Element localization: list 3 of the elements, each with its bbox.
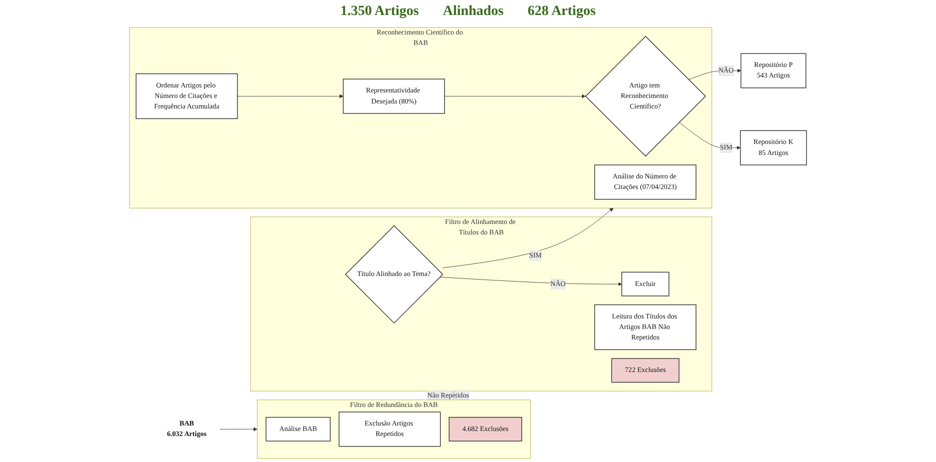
annotation-text: Alinhados xyxy=(442,4,504,20)
annotation-text: 628 Artigos xyxy=(528,4,596,20)
annotation-text: 1.350 Artigos xyxy=(340,4,419,20)
